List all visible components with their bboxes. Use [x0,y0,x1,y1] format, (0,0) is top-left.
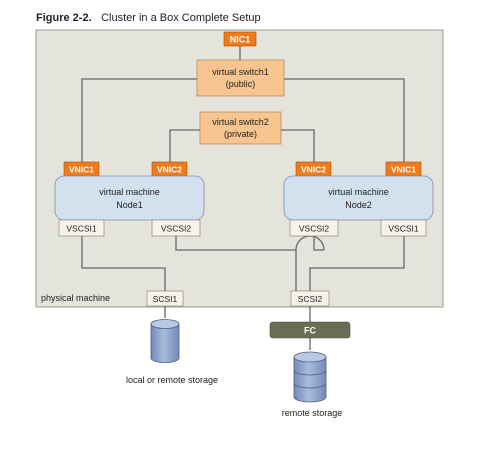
shared-link-node1-a [175,236,296,251]
node1-vnic2-label: VNIC2 [157,165,182,175]
node1-vnic1-label: VNIC1 [69,165,94,175]
fc-switch [269,321,351,339]
public-switch-line2: (public) [226,79,256,89]
node2-virtual-machine [283,175,434,221]
node2-group: VNIC2 VNIC1 virtual machine Node2 VSCSI2… [283,161,434,237]
virtual-switch-public [196,59,285,97]
node1-vscsi1-label: VSCSI1 [66,224,97,234]
public-switch-line1: virtual switch1 [212,67,269,77]
node1-vscsi2-label: VSCSI2 [161,224,192,234]
private-switch-line1: virtual switch2 [212,117,269,127]
public-link-node2 [284,78,405,162]
node2-vscsi1-label: VSCSI1 [388,224,419,234]
figure-caption: Figure 2-2. Cluster in a Box Complete Se… [36,8,261,25]
node2-vnic1-label: VNIC1 [391,165,416,175]
nic1-label: NIC1 [230,35,251,45]
local-storage-disk-icon [150,319,180,363]
shared-link-node2 [313,236,324,251]
nic1-box [223,31,257,47]
private-link-node1 [169,129,200,162]
node1-group: VNIC1 VNIC2 virtual machine Node1 VSCSI1… [54,161,205,237]
node2-vscsi1-box [380,219,427,237]
node1-vscsi2-box [151,219,201,237]
figure-number: Figure 2-2. [36,12,92,24]
node2-vscsi2-label: VSCSI2 [299,224,330,234]
physical-machine-label: physical machine [41,293,110,303]
local-link-node2 [309,236,405,292]
virtual-switch-private [199,111,282,145]
remote-storage-label: remote storage [282,408,343,418]
local-link-node1 [81,236,166,292]
node1-vscsi1-box [58,219,105,237]
scsi1-label: SCSI1 [153,294,178,304]
local-storage-label: local or remote storage [126,375,218,385]
node2-vnic2-label: VNIC2 [301,165,326,175]
remote-storage-disk-icon [293,351,327,403]
node2-vm-line2: Node2 [345,200,372,210]
node1-vm-line1: virtual machine [99,187,160,197]
node2-vscsi2-box [289,219,339,237]
figure-title: Cluster in a Box Complete Setup [101,12,261,24]
node2-vm-line1: virtual machine [328,187,389,197]
connection-lines [81,46,405,350]
node1-vm-line2: Node1 [116,200,143,210]
fc-label: FC [304,326,316,336]
scsi2-box [290,290,330,307]
node1-virtual-machine [54,175,205,221]
public-link-node1 [81,78,197,162]
private-link-node2 [281,129,315,162]
scsi2-label: SCSI2 [298,294,323,304]
private-switch-line2: (private) [224,129,257,139]
scsi1-box [146,290,184,307]
